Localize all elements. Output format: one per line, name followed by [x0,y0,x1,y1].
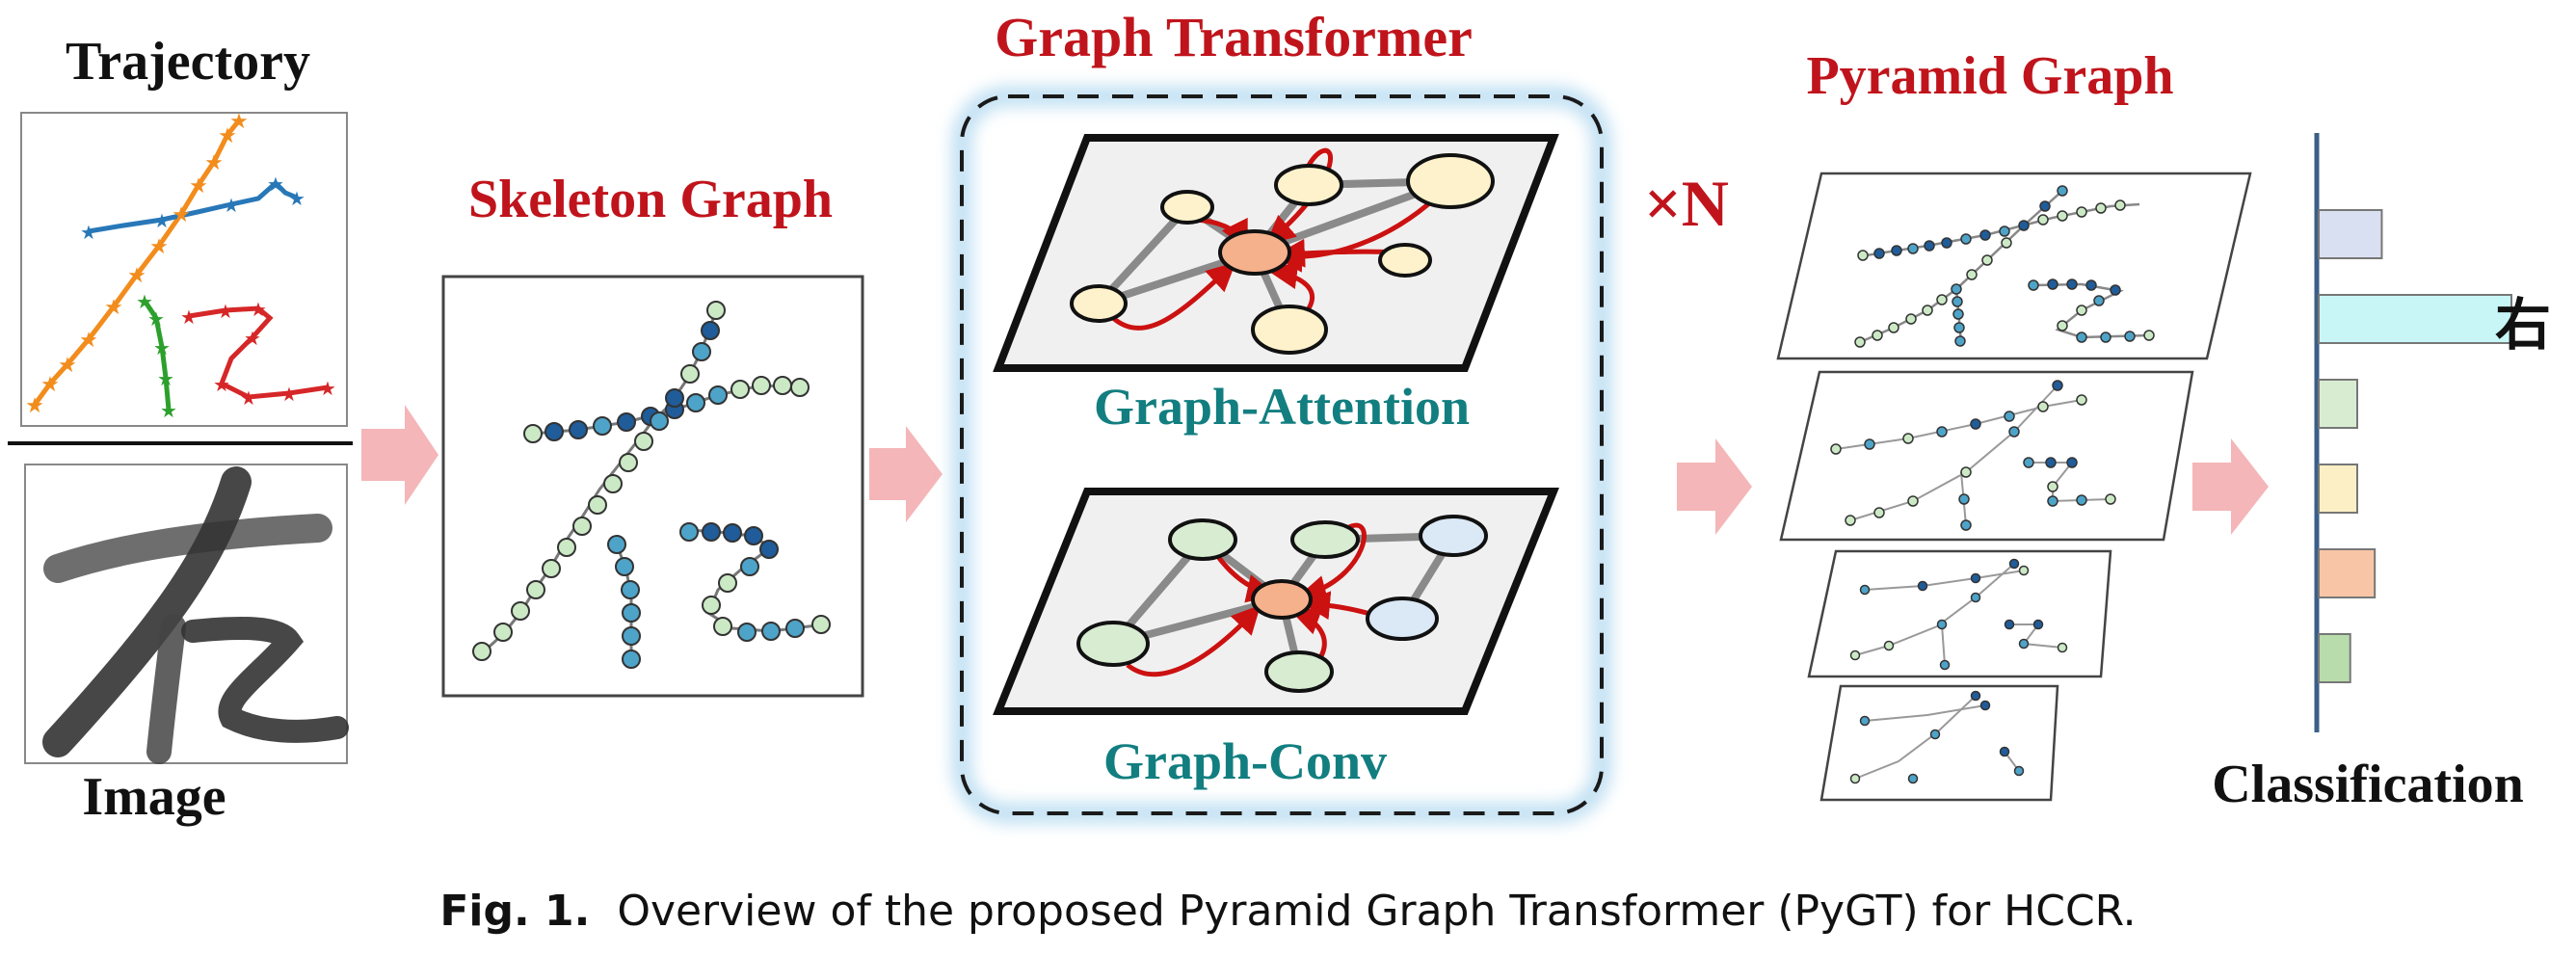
svg-text:★: ★ [229,110,249,134]
trajectory-title: Trajectory [66,32,310,92]
svg-text:★: ★ [288,187,305,210]
skeleton-graph [441,275,864,698]
image-title: Image [82,767,226,827]
svg-text:★: ★ [79,329,98,353]
svg-text:★: ★ [218,124,237,148]
svg-text:★: ★ [149,235,169,259]
classification-bar-6 [2318,633,2351,683]
svg-text:★: ★ [25,394,44,418]
svg-text:★: ★ [147,307,165,331]
flow-arrow-3 [1677,438,1752,535]
svg-text:★: ★ [223,194,240,217]
svg-text:★: ★ [180,305,198,329]
trajectory-stroke-orange [32,119,241,407]
classification-bars [2318,209,2512,683]
pyramid-level-4 [1819,684,2059,802]
repeat-n-label: ×N [1644,167,1729,240]
classification-bar-5 [2318,548,2377,598]
skeleton-graph-title: Skeleton Graph [468,170,833,229]
figure-caption: Fig. 1. Overview of the proposed Pyramid… [0,887,2576,936]
svg-text:★: ★ [244,327,261,350]
classification-bar-4 [2318,464,2358,514]
pyramid-level-3 [1807,549,2112,678]
svg-text:★: ★ [189,174,208,199]
svg-text:★: ★ [127,264,146,288]
caption-text: Overview of the proposed Pyramid Graph T… [617,887,2137,936]
svg-text:★: ★ [280,383,298,406]
caption-figure-number: Fig. 1. [439,887,591,936]
classification-bar-3 [2318,379,2358,429]
flow-arrow-1 [361,405,438,505]
svg-text:★: ★ [153,209,171,232]
character-image [24,464,349,764]
pyramid-level-2 [1779,370,2194,542]
graph-conv-plane [993,488,1559,715]
svg-text:★: ★ [160,399,177,422]
svg-text:★: ★ [40,373,60,397]
graph-attention-label: Graph-Attention [1094,378,1470,436]
svg-text:★: ★ [267,172,284,196]
graph-conv-label: Graph-Conv [1103,732,1387,790]
pyramid-graph-title: Pyramid Graph [1806,46,2173,106]
svg-text:★: ★ [204,151,224,175]
svg-text:★: ★ [217,300,234,323]
svg-text:★: ★ [157,367,174,390]
classification-title: Classification [2212,755,2524,814]
graph-transformer-title: Graph Transformer [995,6,1473,68]
trajectory-stroke-green [142,299,172,411]
classification-bar-1 [2318,209,2383,259]
predicted-character: 右 [2495,292,2551,358]
svg-text:★: ★ [319,377,336,400]
svg-text:★: ★ [240,386,257,410]
classification-bar-2 [2318,294,2512,344]
graph-attention-plane [993,134,1559,372]
svg-text:★: ★ [213,373,230,396]
svg-text:★: ★ [172,203,191,227]
trajectory-plot: ★★★★ ★★★★ ★★★★ ★★★★★ ★★★★★ ★★★★ ★★★★ [20,110,348,427]
svg-text:★: ★ [136,290,153,313]
graph-transformer-block: Graph-Attention [951,86,1612,824]
svg-text:★: ★ [153,336,171,359]
flow-arrow-2 [869,426,943,522]
pyramid-graph-stack [1776,172,2252,802]
trajectory-stroke-red [188,305,329,400]
svg-text:★: ★ [104,296,123,320]
flow-arrow-4 [2192,438,2269,535]
pyramid-level-1 [1776,172,2252,360]
svg-text:★: ★ [80,221,97,244]
trajectory-stroke-blue [88,179,298,234]
svg-text:★: ★ [58,354,77,378]
svg-text:★: ★ [250,298,267,321]
